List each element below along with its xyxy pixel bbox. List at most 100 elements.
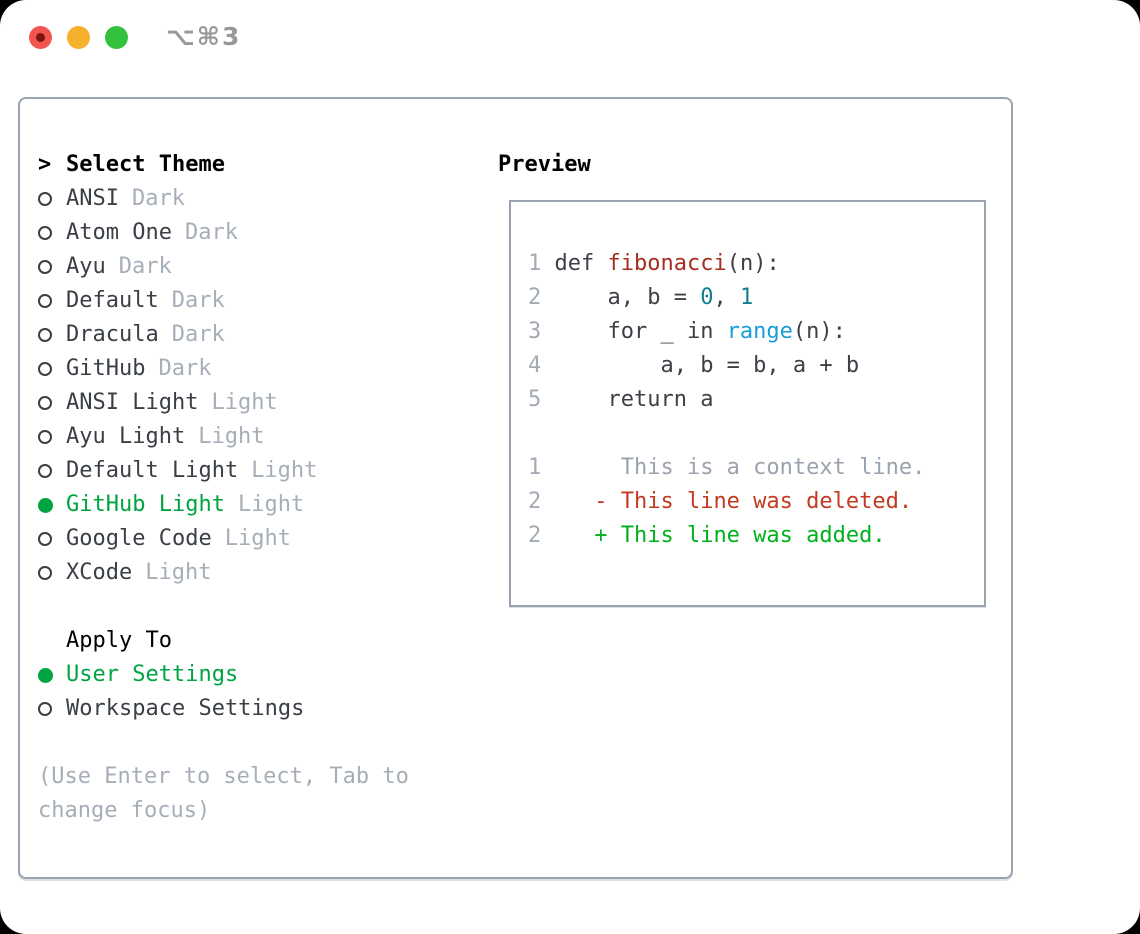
context-text: This is a context line. [541,455,926,480]
theme-name: Dracula [66,322,159,347]
radio-icon [38,532,52,546]
code-text: def [541,251,608,276]
code-line-4: 4 a, b = b, a + b [528,349,984,383]
apply-option-user-settings[interactable]: User Settings [38,658,409,692]
added-text: + This line was added. [594,523,886,548]
line-number: 2 [528,523,542,548]
line-number: 2 [528,285,542,310]
theme-item-xcode[interactable]: XCode Light [38,556,409,590]
theme-name: Ayu Light [66,424,186,449]
traffic-lights [29,26,128,49]
preview-title: Preview [498,152,591,177]
radio-icon [38,464,52,478]
apply-to-title: Apply To [66,628,172,653]
spacer [38,590,409,624]
code-text: a, b = [541,285,701,310]
hint-line-2: change focus) [38,798,211,823]
line-number: 2 [528,489,542,514]
theme-item-github-dark[interactable]: GitHub Dark [38,352,409,386]
code-blank-line [528,417,984,451]
builtin-token: range [726,319,793,344]
line-number: 5 [528,387,542,412]
code-text: , [713,285,740,310]
apply-option-label: Workspace Settings [66,696,305,721]
radio-icon [38,396,52,410]
diff-context-line: 1 This is a context line. [528,451,984,485]
theme-item-google-code[interactable]: Google Code Light [38,522,409,556]
maximize-button[interactable] [105,26,128,49]
theme-name: GitHub [66,356,146,381]
radio-icon [38,226,52,240]
theme-variant: Light [198,424,265,449]
radio-icon [38,328,52,342]
number-literal-token: 0 [700,285,714,310]
theme-name: Atom One [66,220,172,245]
line-number: 1 [528,455,542,480]
radio-selected-icon [38,667,53,683]
theme-item-github-light[interactable]: GitHub Light Light [38,488,409,522]
deleted-text: - This line was deleted. [594,489,913,514]
theme-item-ayu-light[interactable]: Ayu Light Light [38,420,409,454]
function-name-token: fibonacci [607,251,727,276]
code-line-3: 3 for _ in range(n): [528,315,984,349]
radio-selected-icon [38,497,53,513]
code-text: return a [541,387,714,412]
code-text [541,489,594,514]
theme-item-default-dark[interactable]: Default Dark [38,284,409,318]
code-text: (n): [792,319,846,344]
theme-variant: Dark [184,220,238,245]
theme-variant: Dark [171,288,225,313]
number-literal-token: 1 [739,285,754,310]
radio-icon [38,192,52,206]
theme-name: Default Light [66,458,239,483]
spacer [38,726,409,760]
theme-name: GitHub Light [66,492,225,517]
code-line-5: 5 return a [528,383,984,417]
line-number: 4 [528,353,542,378]
theme-name: Default [66,288,159,313]
code-line-2: 2 a, b = 0, 1 [528,281,984,315]
apply-option-label: User Settings [66,662,239,687]
close-button[interactable] [29,26,52,49]
radio-icon [38,566,52,580]
diff-added-line: 2 + This line was added. [528,519,984,553]
theme-name: Google Code [66,526,212,551]
theme-item-ayu-dark[interactable]: Ayu Dark [38,250,409,284]
select-theme-header: > Select Theme [38,148,409,182]
code-text: (n): [726,251,780,276]
line-number: 1 [528,251,542,276]
theme-item-atom-one-dark[interactable]: Atom One Dark [38,216,409,250]
apply-option-workspace-settings[interactable]: Workspace Settings [38,692,409,726]
theme-menu: > Select Theme ANSI Dark Atom One Dark A… [38,148,409,828]
theme-variant: Dark [171,322,225,347]
theme-item-dracula-dark[interactable]: Dracula Dark [38,318,409,352]
theme-variant: Light [237,492,305,517]
minimize-button[interactable] [67,26,90,49]
theme-variant: Dark [158,356,212,381]
radio-icon [38,702,52,716]
theme-item-ansi-dark[interactable]: ANSI Dark [38,182,409,216]
theme-item-ansi-light[interactable]: ANSI Light Light [38,386,409,420]
line-number: 3 [528,319,542,344]
radio-icon [38,260,52,274]
theme-name: Ayu [66,254,106,279]
theme-item-default-light[interactable]: Default Light Light [38,454,409,488]
theme-variant: Light [145,560,212,585]
caret-icon: > [38,152,52,177]
diff-deleted-line: 2 - This line was deleted. [528,485,984,519]
code-text [541,523,594,548]
theme-variant: Light [224,526,291,551]
theme-name: ANSI Light [66,390,199,415]
radio-icon [38,430,52,444]
hint-line-1: (Use Enter to select, Tab to [38,764,409,789]
theme-name: XCode [66,560,133,585]
window-title: ⌥⌘3 [166,22,242,51]
preview-box: 1 def fibonacci(n): 2 a, b = 0, 1 3 for … [509,200,986,607]
code-text: for _ in [541,319,727,344]
theme-name: ANSI [66,186,119,211]
apply-to-header: Apply To [38,624,409,658]
close-dot-icon [36,33,45,42]
code-line-1: 1 def fibonacci(n): [528,247,984,281]
theme-variant: Light [211,390,278,415]
select-theme-title: Select Theme [66,152,225,177]
